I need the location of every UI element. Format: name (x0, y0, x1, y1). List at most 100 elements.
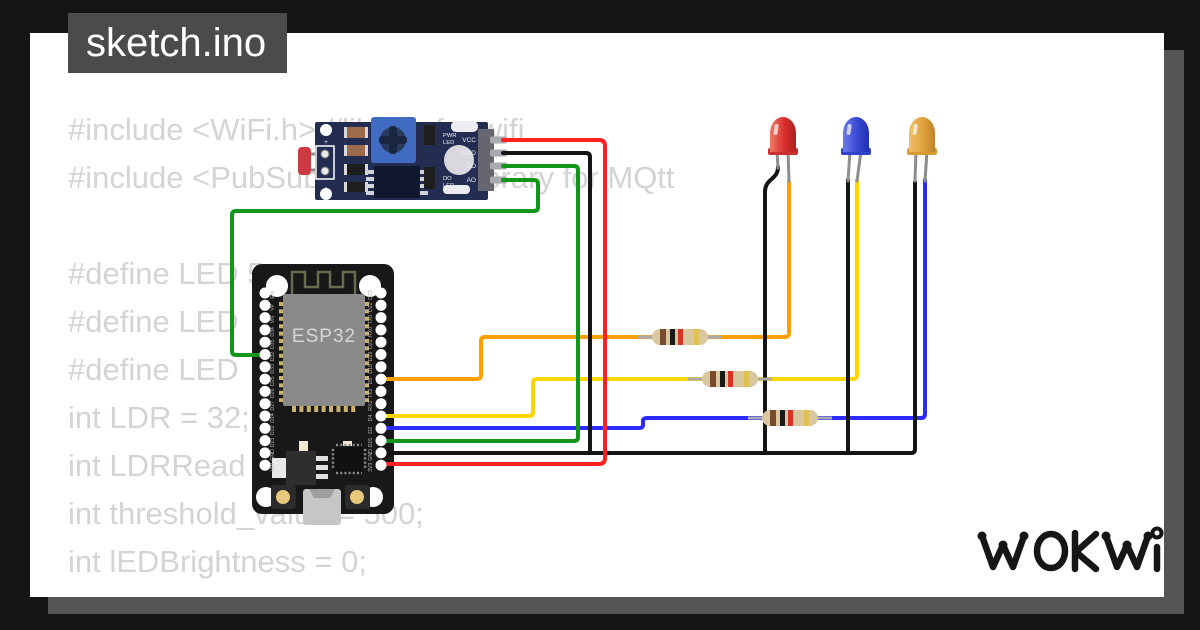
pin-label: D25 (270, 376, 276, 386)
pin-label: D19 (368, 352, 374, 362)
esp32-pin[interactable] (259, 312, 271, 324)
esp32-pin[interactable] (259, 398, 271, 410)
module-pin-label: GND (462, 150, 477, 157)
power-led (444, 145, 474, 175)
pin-label: VN (270, 316, 276, 323)
pin-label: D34 (270, 327, 276, 337)
photoresistor (298, 147, 311, 175)
mounting-hole (266, 275, 288, 297)
esp32-pin[interactable] (259, 435, 271, 447)
module-pin-label: AO (467, 177, 476, 184)
module-pin-label: VCC (462, 137, 476, 144)
pin-label: D27 (270, 401, 276, 411)
esp32-pin[interactable] (375, 349, 387, 360)
wire-ao-d32 (230, 178, 540, 357)
pin-label: D32 (270, 352, 276, 362)
esp32-pin[interactable] (375, 422, 387, 434)
mounting-hole (359, 275, 381, 297)
esp32-pin[interactable] (375, 299, 387, 311)
pwr-label: PWR (443, 133, 457, 139)
plus-label: + (324, 139, 328, 146)
code-line: #define LED (68, 304, 239, 339)
esp32-pin[interactable] (259, 410, 271, 422)
esp32-pin[interactable] (375, 324, 387, 336)
pin-label: RX0 (368, 327, 374, 337)
pin-header (478, 129, 494, 191)
code-line: int flag = 0; (68, 586, 675, 597)
pin-label: D15 (368, 438, 374, 448)
esp32-pin[interactable] (375, 385, 387, 397)
antenna-trace (290, 270, 357, 296)
pin-label: TX2 (368, 389, 374, 399)
esp32-pin[interactable] (375, 447, 387, 459)
wokwi-logo (977, 526, 1164, 573)
wire-d2-yellow-led (379, 178, 927, 430)
mounting-hole (320, 188, 332, 200)
resistor-1k (638, 329, 722, 345)
pin-label: EN (270, 291, 276, 298)
esp32-pin[interactable] (259, 422, 271, 434)
red-led (768, 117, 798, 183)
pin-label: D12 (270, 425, 276, 435)
esp32-chip-label: ESP32 (292, 326, 356, 347)
pin-label: TX0 (368, 315, 374, 325)
yellow-led (907, 117, 937, 183)
esp32-shield (283, 294, 365, 406)
blue-led (841, 117, 871, 183)
esp32-pin[interactable] (259, 287, 271, 299)
mounting-hole (320, 124, 332, 136)
svg-text:LED: LED (443, 183, 454, 189)
esp32-pin[interactable] (259, 361, 271, 373)
svg-text:LED: LED (443, 140, 454, 146)
file-tab[interactable]: sketch.ino (68, 13, 287, 73)
esp32-pin[interactable] (259, 324, 271, 336)
esp32-pin[interactable] (259, 373, 271, 385)
usb-uart-chip (334, 446, 364, 472)
pin-label: D23 (368, 290, 374, 300)
pin-label: VIN (270, 463, 276, 472)
esp32-pin[interactable] (259, 447, 271, 459)
pin-label: 3V3 (368, 462, 374, 471)
pin-label: D35 (270, 339, 276, 349)
comparator-ic (374, 166, 420, 198)
resistor-1k (748, 410, 832, 426)
esp32-pin[interactable] (259, 336, 271, 348)
esp32-pin[interactable] (375, 336, 387, 348)
pin-label: GND (270, 449, 276, 461)
wire-red-led-cathode (763, 165, 780, 455)
esp32-pin[interactable] (259, 459, 271, 471)
esp32-pin[interactable] (375, 312, 387, 324)
code-line: int lEDBrightness = 0; (68, 544, 367, 579)
code-line: int LDRRead (68, 448, 246, 483)
pin-label: D2 (368, 427, 374, 434)
pin-label: D4 (368, 415, 374, 422)
code-line: #define LED 5 (68, 256, 265, 291)
esp32-pin[interactable] (375, 459, 387, 471)
pin-label: D13 (270, 438, 276, 448)
esp32-pin[interactable] (259, 385, 271, 397)
esp32-pin[interactable] (259, 299, 271, 311)
usb-connector (303, 489, 341, 525)
esp32-pin[interactable] (375, 373, 387, 385)
esp32-pin[interactable] (375, 435, 387, 447)
voltage-regulator (286, 451, 316, 485)
esp32-pin[interactable] (375, 398, 387, 410)
file-tab-label: sketch.ino (86, 21, 267, 65)
pin-label: GND (368, 449, 374, 461)
pin-label: D14 (270, 413, 276, 423)
wire-d4-blue-led (379, 178, 859, 418)
wire-d5-red-led (379, 180, 791, 381)
do-label: DO (443, 176, 452, 182)
code-line: #define LED (68, 352, 239, 387)
esp32-pin[interactable] (259, 349, 271, 360)
esp32-pin[interactable] (375, 287, 387, 299)
esp32-pin[interactable] (375, 410, 387, 422)
esp32-pins (259, 287, 387, 471)
pin-label: D18 (368, 364, 374, 374)
resistor-1k (688, 371, 772, 387)
wires (230, 138, 927, 466)
wire-module-gnd (501, 151, 592, 455)
esp32-pin[interactable] (375, 361, 387, 373)
wire-gnd-rail (379, 180, 917, 455)
